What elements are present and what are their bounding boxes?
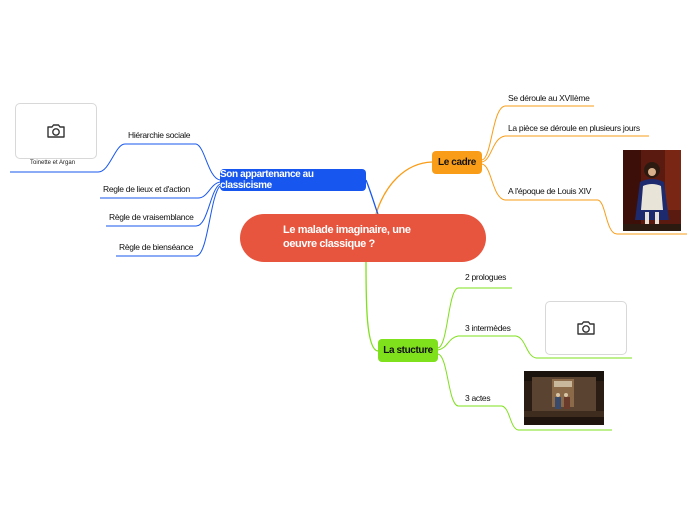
leaf-regle-bienseance[interactable]: Règle de bienséance: [119, 242, 194, 252]
central-topic[interactable]: Le malade imaginaire, une oeuvre classiq…: [240, 214, 486, 262]
leaf-plusieurs-jours[interactable]: La pièce se déroule en plusieurs jours: [508, 123, 640, 133]
camera-icon: [47, 124, 65, 138]
stage-scene-picture: [524, 371, 604, 425]
leaf-actes[interactable]: 3 actes: [465, 393, 491, 403]
leaf-regle-lieux-action[interactable]: Regle de lieux et d'action: [103, 184, 190, 194]
leaf-intermedes[interactable]: 3 intermèdes: [465, 323, 511, 333]
branch-classicism[interactable]: Son appartenance au classicisme: [220, 169, 366, 191]
leaf-hierarchie-sociale[interactable]: Hiérarchie sociale: [128, 130, 191, 140]
branch-cadre-label: Le cadre: [438, 157, 476, 168]
branch-classicism-label: Son appartenance au classicisme: [220, 169, 314, 191]
camera-icon: [577, 321, 595, 335]
stage-scene-image[interactable]: [524, 371, 604, 425]
image-placeholder-toinette-argan[interactable]: [15, 103, 97, 159]
leaf-prologues[interactable]: 2 prologues: [465, 272, 507, 282]
image-caption-toinette-argan: Toinette et Argan: [30, 160, 76, 166]
branch-structure-label: La stucture: [383, 345, 433, 356]
leaf-louis-xiv[interactable]: A l'époque de Louis XIV: [508, 186, 592, 196]
leaf-regle-vraisemblance[interactable]: Règle de vraisemblance: [109, 212, 194, 222]
louis-xiv-portrait-image[interactable]: [623, 150, 681, 231]
branch-structure[interactable]: La stucture: [378, 339, 438, 362]
image-placeholder-intermedes[interactable]: [545, 301, 627, 355]
branch-cadre[interactable]: Le cadre: [432, 151, 482, 174]
portrait-painting: [623, 150, 681, 231]
leaf-xviieme[interactable]: Se déroule au XVIIème: [508, 93, 590, 103]
central-topic-label: Le malade imaginaire, une oeuvre classiq…: [283, 224, 411, 250]
